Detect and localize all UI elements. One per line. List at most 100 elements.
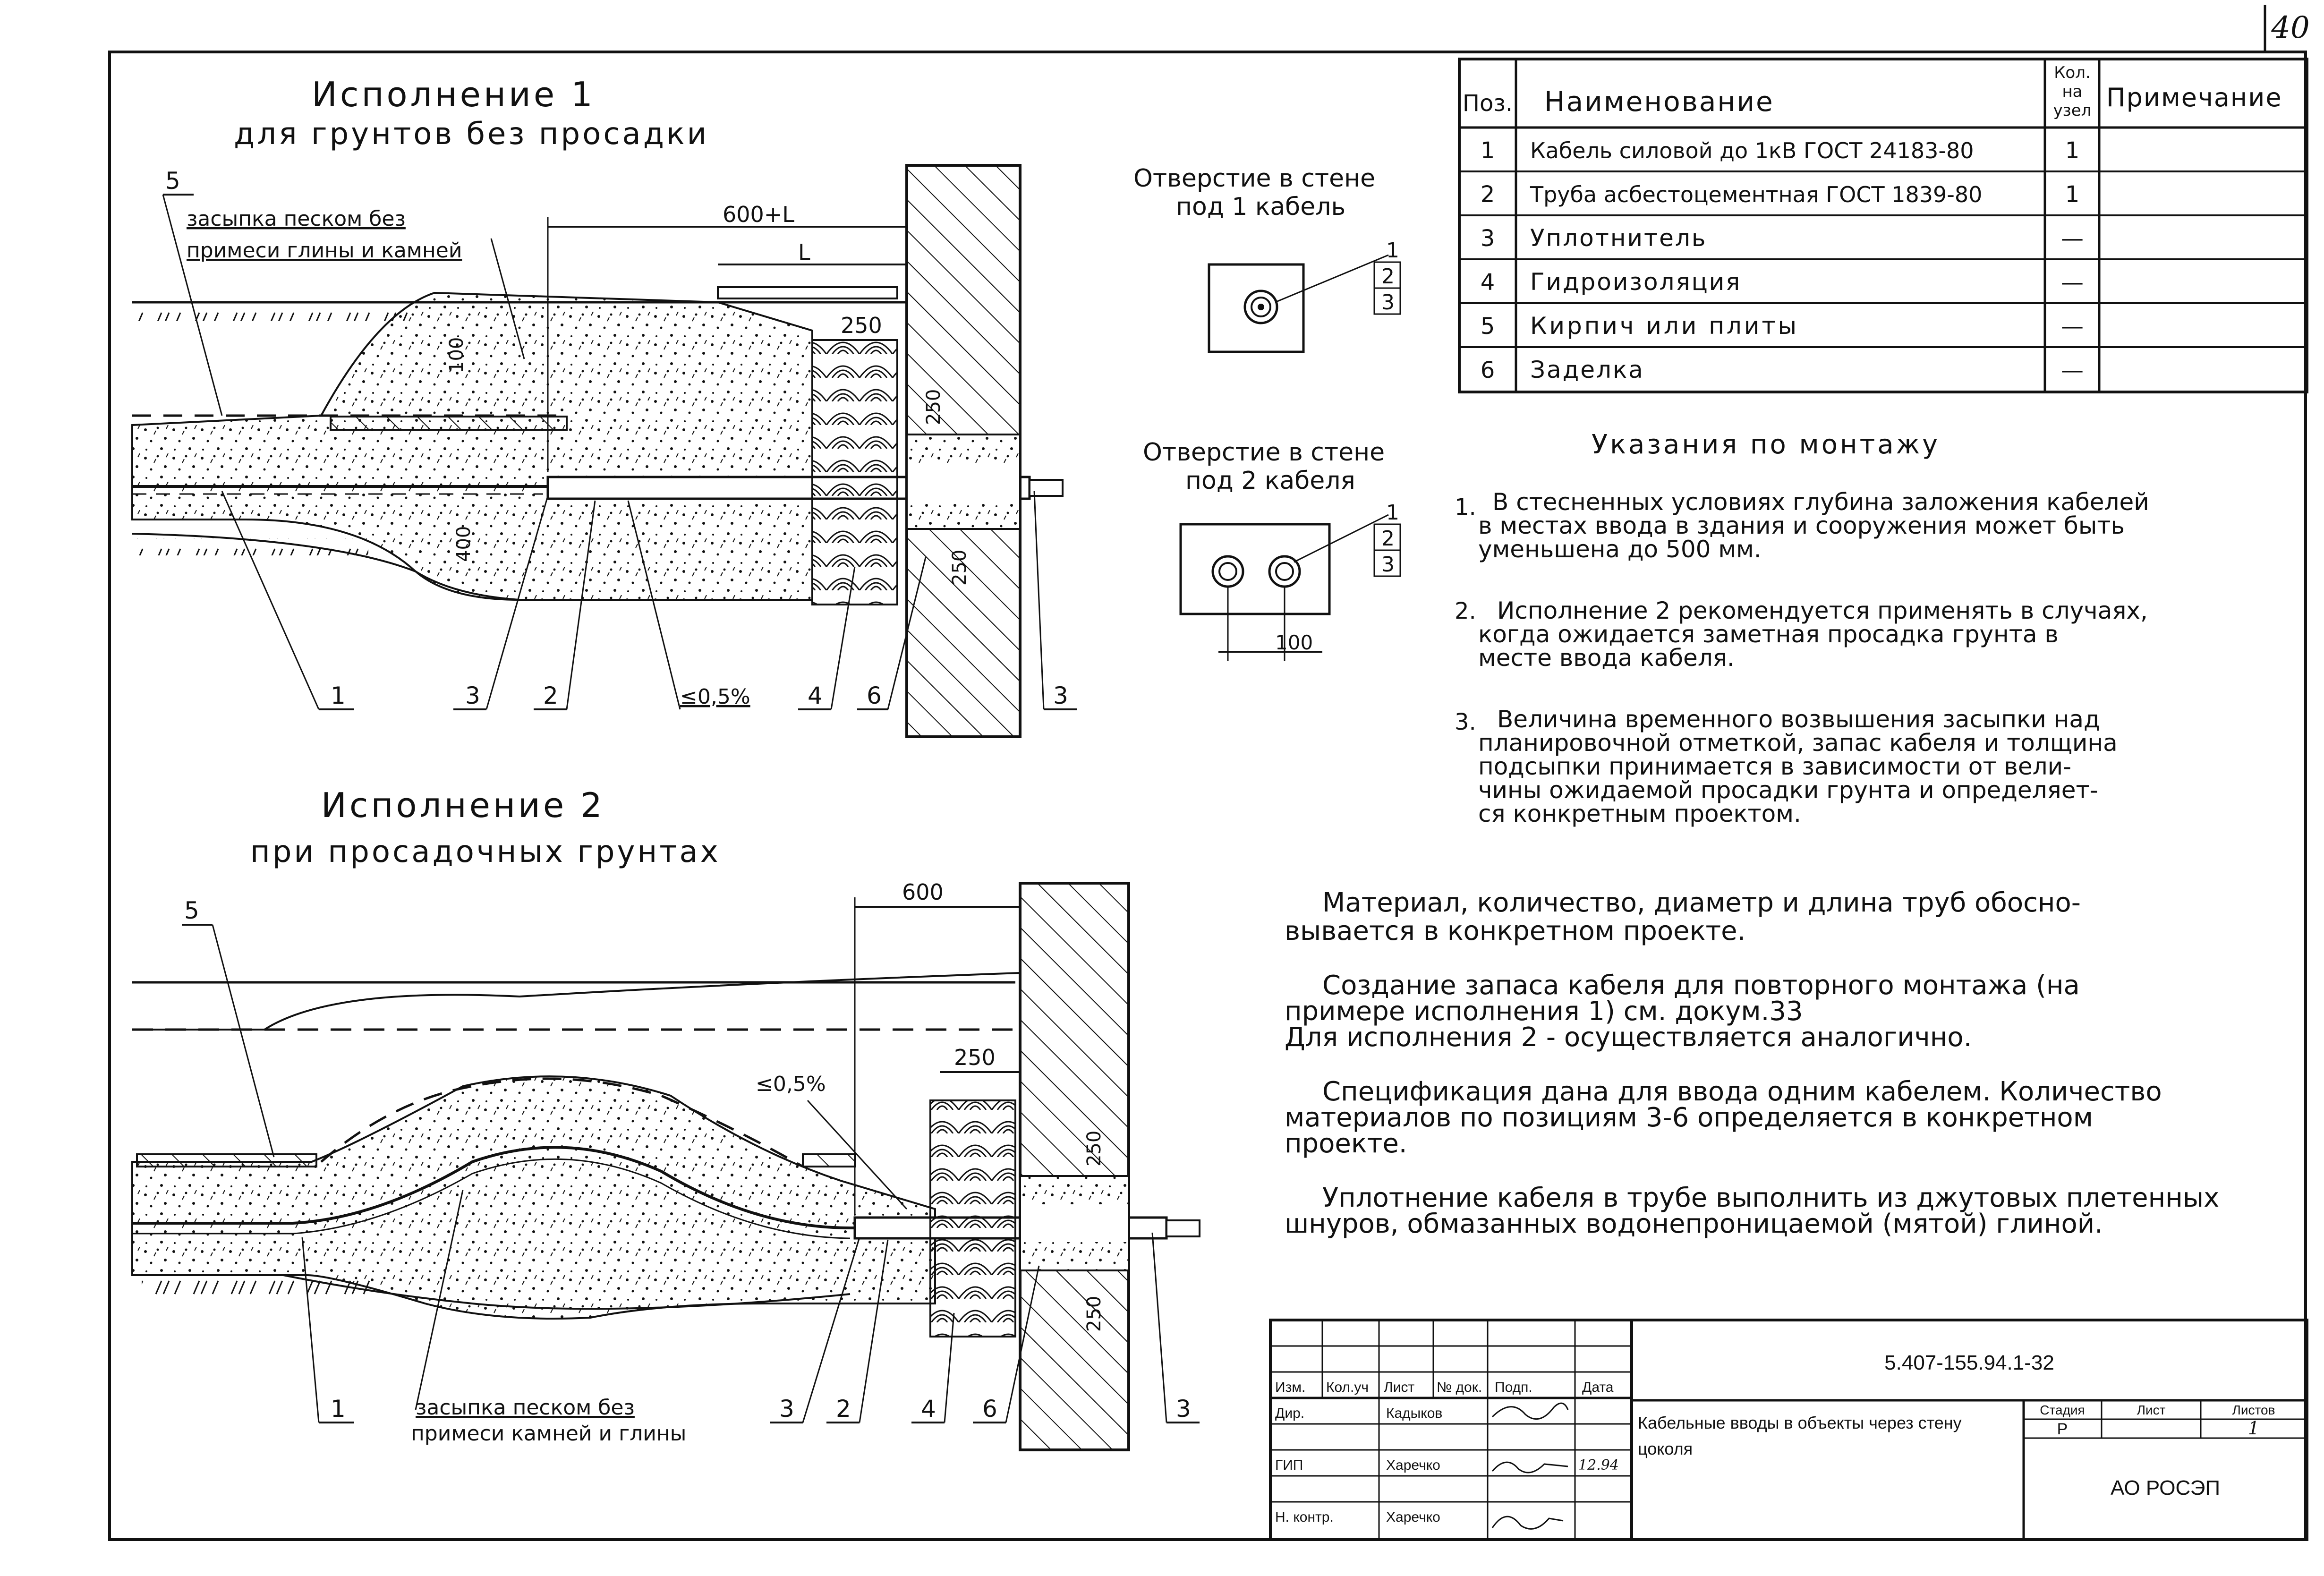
spec-row-name: Гидроизоляция (1530, 268, 1741, 296)
tb-role: Н. контр. (1275, 1509, 1334, 1525)
variant1-brick-slab (330, 416, 568, 431)
variant2-callout-5: 5 (184, 897, 199, 924)
note-line: Для исполнения 2 - осуществляется аналог… (1285, 1022, 1972, 1053)
variant2-brick-slab-left (136, 1153, 317, 1167)
spec-row-qty: — (2061, 269, 2084, 296)
tb-sheets: 1 (2248, 1418, 2259, 1439)
variant2-dim-c: 250 (1083, 1131, 1105, 1167)
tb-sheet-label: Лист (2137, 1403, 2166, 1417)
note-line: Уплотнение кабеля в трубе выполнить из д… (1322, 1183, 2219, 1213)
variant2-callout-6: 6 (982, 1395, 997, 1423)
spec-row-pos: 1 (1481, 137, 1495, 164)
spec-header-qty-2: на (2062, 82, 2082, 101)
tb-description-2: цоколя (1638, 1439, 1693, 1458)
tb-organization: АО РОСЭП (2111, 1476, 2220, 1499)
variant1-subtitle: для грунтов без просадки (234, 117, 709, 152)
variant1-dim-g: 250 (949, 550, 970, 586)
spec-row-qty: 1 (2065, 137, 2080, 164)
note-line: Спецификация дана для ввода одним кабеле… (1322, 1076, 2162, 1107)
instruction-line: подсыпки принимается в зависимости от ве… (1478, 753, 2071, 780)
variant2-cable (132, 1146, 1200, 1229)
variant2-seal (929, 1099, 1016, 1337)
spec-row-qty: 1 (2065, 181, 2080, 208)
tb-stage: Р (2057, 1420, 2068, 1438)
opening1-callout-2: 2 (1381, 264, 1395, 289)
variant2-drawing: Исполнение 2 при просадочных грунтах (131, 785, 1200, 1451)
variant1-callout-3a: 3 (465, 682, 480, 709)
instruction-number: 3. (1455, 709, 1476, 735)
opening1-title-2: под 1 кабель (1176, 193, 1345, 221)
opening1-callout-3: 3 (1381, 290, 1395, 315)
variant2-dim-d: 250 (1083, 1296, 1105, 1332)
note-line: шнуров, обмазанных водонепроницаемой (мя… (1285, 1209, 2103, 1239)
spec-row-pos: 5 (1481, 313, 1495, 340)
spec-header-qty-1: Кол. (2054, 63, 2090, 82)
instruction-line: чины ожидаемой просадки грунта и определ… (1478, 776, 2098, 804)
note-line: примере исполнения 1) см. докум.33 (1285, 996, 1803, 1027)
variant1-callout-2: 2 (543, 682, 558, 709)
instruction-line: месте ввода кабеля. (1478, 644, 1735, 672)
sheet-frame (108, 51, 2307, 1541)
instruction-line: планировочной отметкой, запас кабеля и т… (1478, 729, 2118, 757)
variant2-callout-3b: 3 (1176, 1395, 1191, 1423)
instruction-number: 2. (1455, 598, 1476, 624)
tb-header-doc: № док. (1437, 1380, 1482, 1395)
variant1-dim-a: 600+L (723, 202, 794, 227)
tb-header-date: Дата (1582, 1380, 1614, 1395)
spec-header-pos: Поз. (1463, 90, 1513, 117)
opening2-callout-2: 2 (1381, 527, 1395, 551)
variant2-title: Исполнение 2 (321, 785, 605, 825)
instructions-title: Указания по монтажу (1592, 429, 1940, 460)
opening2-dim: 100 (1275, 631, 1313, 654)
instruction-line: Исполнение 2 рекомендуется применять в с… (1497, 597, 2148, 624)
tb-header-list: Лист (1384, 1380, 1414, 1395)
spec-row-name: Уплотнитель (1530, 224, 1707, 252)
variant1-callout-1: 1 (331, 682, 346, 709)
note-line: вывается в конкретном проекте. (1285, 916, 1745, 946)
tb-header-sign: Подп. (1495, 1380, 1532, 1395)
variant2-subtitle: при просадочных грунтах (250, 835, 721, 869)
tb-role: Дир. (1275, 1406, 1304, 1421)
spec-header-name: Наименование (1544, 85, 1774, 118)
variant2-callout-2: 2 (836, 1395, 851, 1423)
tb-stage-label: Стадия (2040, 1403, 2085, 1417)
variant1-drawing: Исполнение 1 для грунтов без просадки 60 (131, 75, 1077, 738)
variant1-dim-b: L (798, 239, 810, 265)
spec-table: Поз. Наименование Кол. на узел Примечани… (1458, 58, 2308, 393)
tb-date: 12.94 (1578, 1457, 1619, 1474)
note-line: Создание запаса кабеля для повторного мо… (1322, 970, 2080, 1001)
variant1-backfill-note-1: засыпка песком без (187, 207, 406, 231)
note-line: проекте. (1285, 1128, 1407, 1159)
instruction-line: ся конкретным проектом. (1478, 800, 1801, 827)
variant2-backfill (131, 1075, 936, 1320)
opening2-callout-3: 3 (1381, 553, 1395, 577)
instruction-line: В стесненных условиях глубина заложения … (1492, 488, 2149, 516)
variant2-backfill-note-2: примеси камней и глины (411, 1422, 686, 1446)
instruction-number: 1. (1455, 494, 1476, 520)
opening2-callout-1: 1 (1386, 501, 1399, 525)
variant2-callout-3a: 3 (779, 1395, 794, 1423)
variant2-slope: ≤0,5% (756, 1072, 826, 1096)
opening2-title-1: Отверстие в стене (1143, 438, 1385, 467)
spec-row-qty: — (2061, 313, 2084, 340)
instruction-line: в местах ввода в здания и сооружения мож… (1478, 512, 2125, 539)
opening1-callout-1: 1 (1386, 239, 1399, 263)
variant1-callout-3b: 3 (1053, 682, 1068, 709)
spec-row-name: Кабель силовой до 1кВ ГОСТ 24183-80 (1530, 138, 1974, 163)
variant2-dim-b: 250 (954, 1045, 996, 1070)
tb-name: Харечко (1386, 1457, 1440, 1473)
variant2-wall (1019, 882, 1130, 1451)
variant1-dim-c: 250 (841, 313, 882, 338)
variant1-backfill-note-2: примеси глины и камней (187, 239, 462, 263)
variant2-backfill-note-1: засыпка песком без (416, 1396, 635, 1420)
spec-row-pos: 4 (1481, 269, 1495, 296)
spec-header-note: Примечание (2106, 83, 2282, 112)
variant1-dim-e: 400 (453, 526, 475, 562)
spec-row-name: Кирпич или плиты (1530, 312, 1799, 340)
variant1-dim-f: 250 (923, 389, 945, 425)
spec-row-name: Труба асбестоцементная ГОСТ 1839-80 (1530, 182, 1982, 207)
variant1-seal (811, 339, 898, 605)
opening-detail-1: Отверстие в стене под 1 кабель 1 2 3 (1133, 164, 1401, 353)
tb-name: Харечко (1386, 1509, 1440, 1525)
